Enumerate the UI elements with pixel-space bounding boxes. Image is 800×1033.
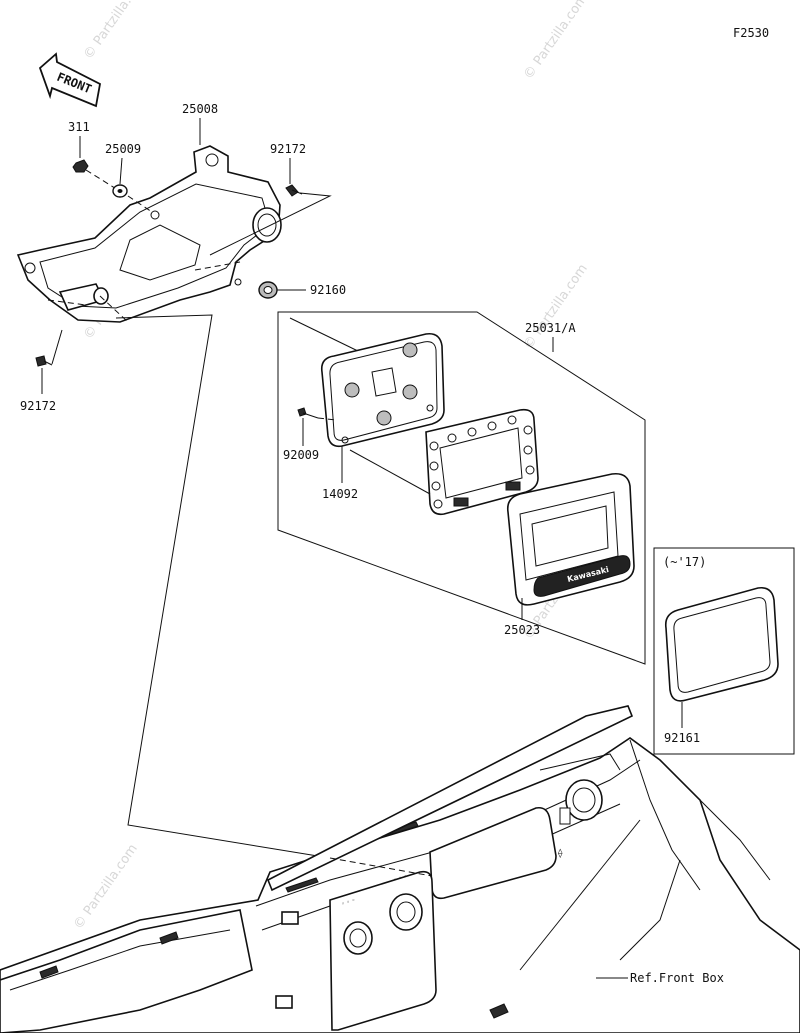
watermark-4: © Partzilla.com — [521, 262, 591, 353]
screw-92172-upper: 92172 — [209, 142, 332, 256]
figure-code: F2530 — [733, 26, 769, 40]
label-screw-small: 92009 — [283, 448, 319, 462]
kit-outline: 25031/A — [277, 311, 646, 665]
seal-92161-box: (~'17) 92161 — [653, 547, 795, 755]
meter-inner-frame — [349, 408, 539, 516]
label-screw-lower: 92172 — [20, 399, 56, 413]
watermark-2: © Partzilla.com — [521, 0, 591, 82]
screw-92009: 92009 — [283, 407, 337, 462]
label-screw-upper: 92172 — [270, 142, 306, 156]
screw-92172-lower: 92172 — [20, 329, 63, 413]
label-cover: 14092 — [322, 487, 358, 501]
meter-back-cover-14092: 14092 — [320, 332, 445, 501]
label-meter: 25023 — [504, 623, 540, 637]
washer-25009: 25009 — [105, 142, 153, 213]
svg-text:⟠: ⟠ — [558, 848, 563, 859]
svg-text:◦ ◦ ◦: ◦ ◦ ◦ — [340, 897, 356, 908]
year-note: (~'17) — [663, 555, 706, 569]
label-bracket: 25008 — [182, 102, 218, 116]
watermark-1: © Partzilla.com — [81, 0, 151, 62]
label-washer: 25009 — [105, 142, 141, 156]
meter-badge: Kawasaki — [533, 555, 631, 597]
label-grommet: 92160 — [310, 283, 346, 297]
label-reference: Ref.Front Box — [630, 971, 724, 985]
grommet-92160: 92160 — [258, 281, 346, 299]
meter-25023: Kawasaki 25023 — [504, 472, 635, 637]
watermark-6: © Partzilla.com — [71, 842, 141, 933]
dashboard-front-box: ◦ ◦ ◦ ◦ ◦ ◦ ⟠ — [0, 705, 800, 1033]
nut-311: 311 — [68, 120, 119, 191]
label-kit: 25031/A — [525, 321, 576, 335]
svg-text:◦ ◦ ◦: ◦ ◦ ◦ — [392, 873, 408, 884]
label-nut: 311 — [68, 120, 90, 134]
bracket-25008 — [16, 145, 282, 323]
label-seal: 92161 — [664, 731, 700, 745]
